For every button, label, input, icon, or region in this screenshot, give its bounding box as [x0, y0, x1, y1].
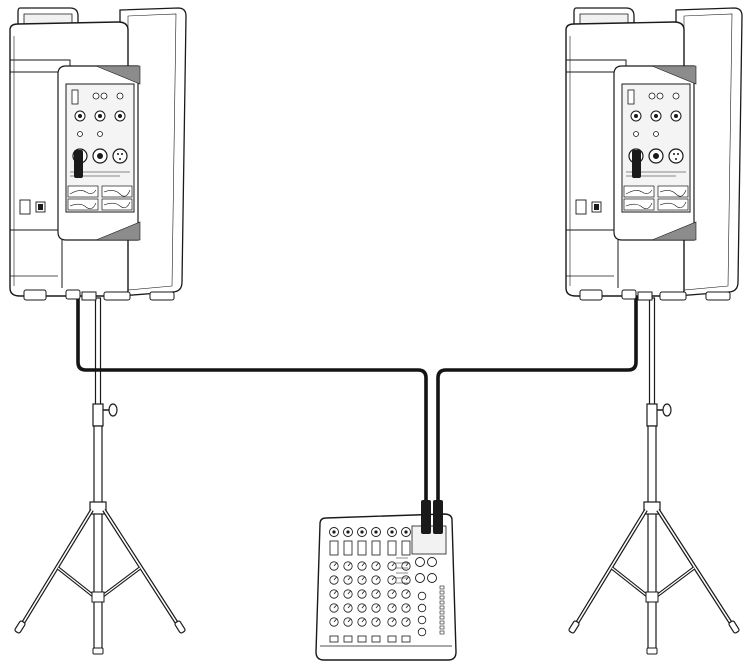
xlr-plug-mixer-left	[421, 500, 431, 534]
tripod-stand-right	[566, 296, 742, 656]
xlr-plug-mixer-right	[433, 500, 443, 534]
xlr-plug-speaker-left	[74, 150, 83, 178]
xlr-cables	[76, 176, 638, 508]
mixer	[315, 500, 457, 661]
powered-speaker-right	[565, 7, 743, 301]
tripod-stand-left	[12, 296, 188, 656]
xlr-plug-speaker-right	[632, 150, 641, 178]
powered-speaker-left	[9, 7, 187, 301]
xlr-cable-right	[436, 176, 638, 508]
xlr-cable-left	[76, 176, 428, 508]
